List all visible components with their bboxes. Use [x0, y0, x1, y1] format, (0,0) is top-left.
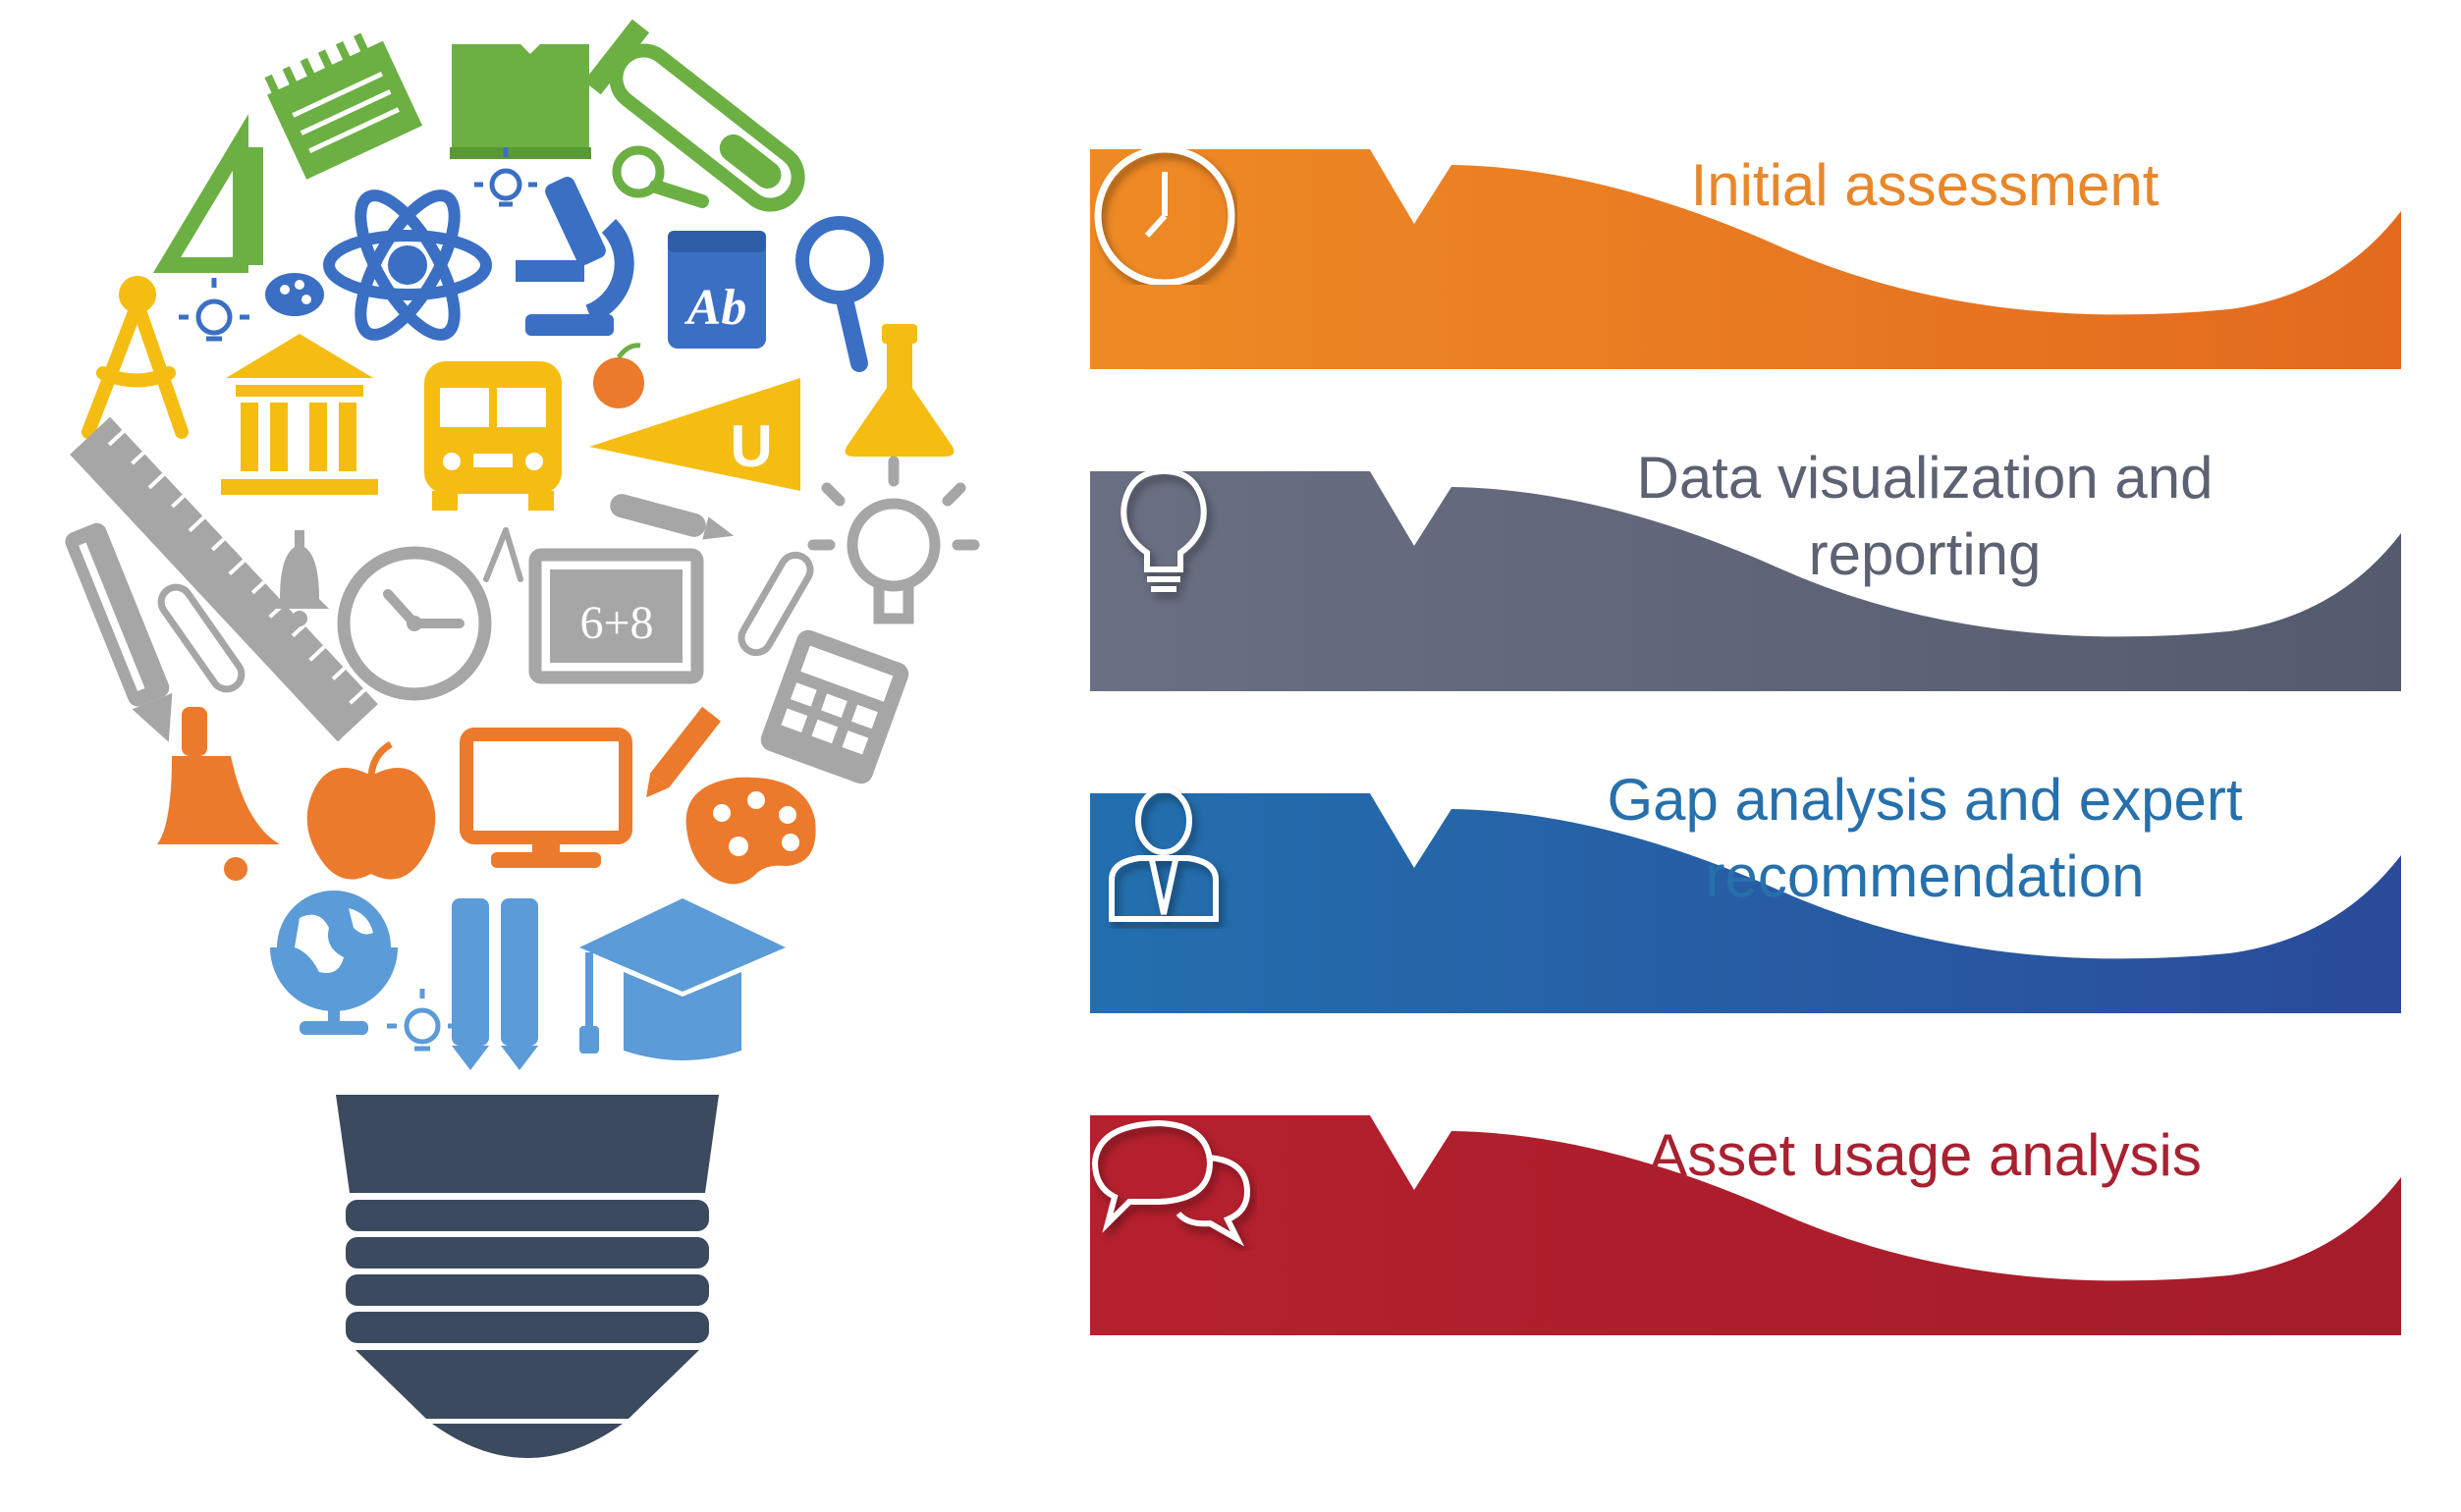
- lightbulb-icon: [1121, 467, 1207, 592]
- bulb-outline-icon: [807, 456, 980, 624]
- palette-icon: [685, 777, 816, 885]
- banner-shape: [1090, 1115, 2401, 1335]
- step-initial-assessment: Initial assessment: [1090, 137, 2406, 373]
- globe-icon: [270, 891, 398, 1035]
- banner-shape: [1090, 471, 2401, 691]
- dictionary-label: Ab: [684, 280, 747, 336]
- test-tube-icon: [583, 19, 805, 212]
- test-tube-icon: [738, 551, 814, 657]
- dictionary-icon: Ab: [668, 231, 766, 349]
- apple-icon: [306, 740, 436, 880]
- flask-icon: [845, 324, 955, 457]
- triangle-ruler-icon: [152, 114, 263, 273]
- apple-icon: [593, 343, 644, 408]
- compass-icon: [483, 527, 523, 582]
- banner-shape: [1090, 793, 2401, 1013]
- bulb-base-icon: [336, 1095, 719, 1458]
- pen-icon: [610, 494, 735, 540]
- bell-icon: [157, 707, 280, 881]
- monitor-icon: [460, 728, 632, 868]
- bell-icon: [270, 530, 329, 626]
- atom-icon: [323, 189, 492, 341]
- step-asset-usage: Asset usage analysis: [1090, 1104, 2406, 1339]
- lightbulb-icon: [179, 278, 249, 342]
- step-gap-analysis: Gap analysis and expert recommendation: [1090, 767, 2406, 1017]
- ruler-icon: [70, 416, 378, 742]
- clock-icon: [1094, 145, 1235, 285]
- magnifying-glass-icon: [795, 216, 884, 372]
- test-tube-icon: [157, 583, 246, 693]
- notepad-icon: [264, 32, 423, 180]
- education-lightbulb: Ab: [65, 19, 980, 1458]
- graduation-cap-icon: [579, 898, 786, 1060]
- speech-bubbles-icon: [1091, 1119, 1251, 1247]
- pencil-icon: [452, 898, 538, 1070]
- step-title: Initial assessment: [1690, 152, 2160, 218]
- calculator-icon: [760, 629, 909, 784]
- book-icon: [450, 44, 591, 159]
- step-title: Asset usage analysis: [1648, 1122, 2202, 1188]
- lightbulb-icon: [387, 989, 458, 1052]
- pennant-icon: U: [589, 378, 800, 491]
- clock-icon: [337, 546, 492, 701]
- pencil-icon: [646, 706, 722, 798]
- microscope-icon: [516, 177, 634, 336]
- university-icon: [221, 334, 378, 495]
- chalkboard-icon: 6+8: [528, 548, 704, 684]
- person-icon: [1109, 786, 1219, 922]
- banner-shape: [1090, 149, 2401, 369]
- school-bus-icon: [424, 361, 562, 511]
- magnifier-icon: [612, 145, 709, 208]
- palette-icon: [265, 273, 324, 316]
- step-title: Gap analysis and expert recommendation: [1607, 767, 2243, 909]
- step-title: Data visualization and reporting: [1636, 445, 2214, 587]
- pennant-label: U: [730, 413, 772, 479]
- step-data-visualization: Data visualization and reporting: [1090, 445, 2406, 695]
- lightbulb-icon: [474, 147, 537, 207]
- compass-icon: [82, 276, 189, 439]
- pencil-icon: [65, 522, 173, 742]
- chalkboard-label: 6+8: [579, 597, 653, 649]
